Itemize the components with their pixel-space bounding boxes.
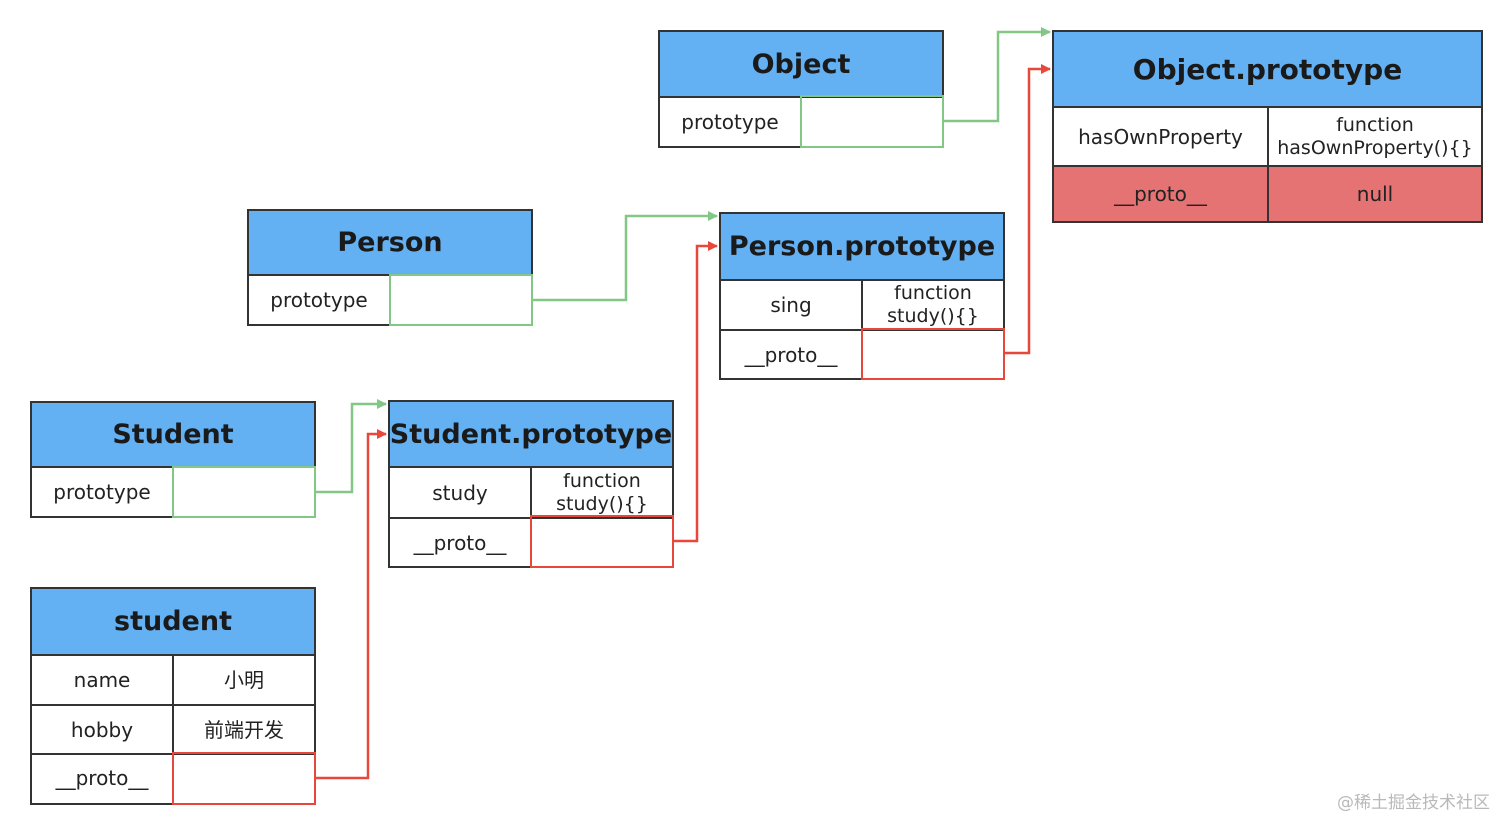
person-box: Person prototype — [247, 209, 533, 326]
object-prototype-proto-value: null — [1356, 182, 1394, 206]
object-prototype-hasownproperty-key: hasOwnProperty — [1054, 108, 1269, 165]
person-prototype-pointer — [389, 274, 533, 326]
student-instance-name-key: name — [32, 656, 174, 704]
object-prototype-hasownproperty-value: function hasOwnProperty(){} — [1277, 113, 1473, 159]
student-instance-hobby-key: hobby — [32, 706, 174, 753]
object-prototype-key: prototype — [660, 98, 802, 146]
person-prototype-key: prototype — [249, 276, 391, 324]
link-person-to-person-prototype — [533, 211, 718, 302]
object-prototype-proto-key: __proto__ — [1054, 167, 1269, 221]
watermark: @稀土掘金技术社区 — [1337, 793, 1490, 813]
student-instance-box-title: student — [32, 589, 314, 656]
person-prototype-proto-key: __proto__ — [721, 331, 863, 378]
student-instance-proto-key: __proto__ — [32, 755, 174, 801]
proto-link-student-prototype — [674, 241, 718, 543]
object-prototype-proto-row: __proto__ null — [1054, 165, 1481, 221]
student-instance-name-value: 小明 — [224, 668, 264, 692]
person-prototype-sing-value: function study(){} — [887, 282, 979, 327]
student-prototype-study-value: function study(){} — [556, 469, 648, 515]
object-box-title: Object — [660, 32, 942, 98]
object-prototype-box: Object.prototype hasOwnProperty function… — [1052, 30, 1483, 223]
person-prototype-box: Person.prototype sing function study(){}… — [719, 212, 1005, 380]
student-prototype-proto-pointer — [530, 515, 674, 568]
proto-link-student-instance — [316, 429, 387, 780]
student-prototype-proto-key: __proto__ — [390, 519, 532, 566]
object-box: Object prototype — [658, 30, 944, 148]
object-prototype-pointer — [800, 95, 944, 148]
student-instance-proto-pointer — [172, 752, 316, 805]
link-student-to-student-prototype — [316, 399, 387, 494]
student-constructor-box: Student prototype — [30, 401, 316, 518]
person-prototype-proto-pointer — [861, 328, 1005, 380]
link-object-to-object-prototype — [944, 27, 1051, 123]
person-box-title: Person — [249, 211, 531, 276]
student-prototype-study-key: study — [390, 468, 532, 517]
object-prototype-box-title: Object.prototype — [1054, 32, 1481, 108]
person-prototype-box-title: Person.prototype — [721, 214, 1003, 281]
proto-link-person-prototype — [1005, 64, 1051, 355]
student-prototype-box-title: Student.prototype — [390, 402, 672, 468]
person-prototype-sing-key: sing — [721, 281, 863, 329]
student-instance-hobby-value: 前端开发 — [204, 717, 284, 742]
student-constructor-prototype-pointer — [172, 466, 316, 518]
student-constructor-prototype-key: prototype — [32, 468, 174, 516]
student-constructor-box-title: Student — [32, 403, 314, 468]
